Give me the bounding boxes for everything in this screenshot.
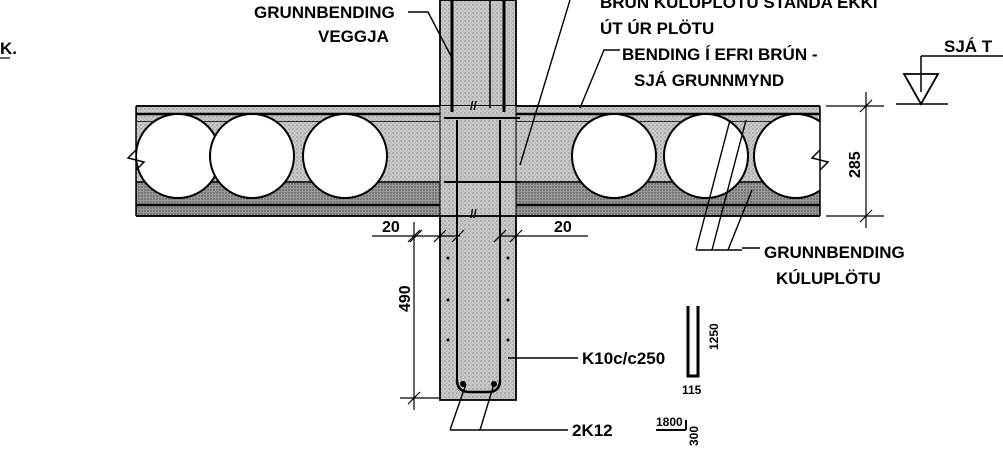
dim-tick [493, 229, 507, 243]
rebar-dot [446, 298, 450, 302]
wall-rebar-label-1: GRUNNBENDING [254, 3, 395, 22]
slab-rebar-label-2: KÚLUPLÖTU [776, 269, 881, 288]
dim-tick [451, 229, 465, 243]
dim-tick [433, 229, 447, 243]
stirrup-height-label: 1250 [707, 323, 721, 350]
rebar-dot [506, 256, 510, 260]
dim-20-right-label: 20 [554, 219, 572, 236]
break-mark: // [470, 99, 477, 113]
slab-void [209, 113, 295, 199]
dim-tick [859, 99, 873, 113]
slab-void [571, 113, 657, 199]
leader-bottom-1 [449, 383, 467, 431]
slab-edge-mask-left [100, 100, 136, 220]
dim-490-label: 490 [397, 285, 414, 312]
dimension-lines [372, 92, 884, 410]
rebar-dot [506, 338, 510, 342]
slab-void [135, 113, 221, 199]
top-rebar-label-2: SJÁ GRUNNMYND [634, 71, 784, 90]
top-right-label-1: BRÚN KÚLUPLÖTU STANDA EKKI [600, 0, 878, 12]
slab-rebar-label-1: GRUNNBENDING [764, 243, 905, 262]
leader-slab-3 [727, 189, 753, 251]
bottom-bar-shape-symbol [656, 420, 687, 431]
far-right-ref-label: SJÁ T [944, 37, 993, 56]
stirrup-label: K10c/c250 [582, 349, 665, 368]
wall-lower [439, 215, 517, 401]
leader-top-rebar [579, 49, 620, 109]
stirrup-shape [686, 306, 700, 378]
bottom-bar-hook-label: 300 [687, 426, 701, 446]
dim-tick [409, 229, 423, 243]
leader-slab-2 [711, 119, 747, 251]
leader-lines [408, 0, 760, 431]
level-marker [896, 55, 1003, 106]
rebar-dot [446, 338, 450, 342]
rebar-dot [506, 298, 510, 302]
dim-285-label: 285 [847, 151, 864, 178]
leader-wall-rebar [408, 11, 453, 59]
slab-edge-mask-right [820, 100, 860, 220]
rebar-dot [446, 256, 450, 260]
stirrup-hook [455, 379, 502, 394]
wall-rebar-label-2: VEGGJA [318, 27, 389, 46]
top-right-label-2: ÚT ÚR PLÖTU [600, 19, 714, 38]
leader-top-right [519, 0, 571, 166]
break-mark: // [470, 207, 477, 221]
left-edge-fragment: K. [0, 39, 17, 58]
dim-tick [407, 229, 421, 243]
slab-void [302, 113, 388, 199]
bottom-bar-dot [460, 381, 466, 387]
leader-slab-1 [695, 119, 731, 251]
bottom-bar-label: 2K12 [572, 421, 613, 440]
wall-slab-joint [440, 106, 516, 216]
dim-20-left-label: 20 [382, 219, 400, 236]
slab-void [663, 113, 749, 199]
dim-tick [509, 229, 523, 243]
stirrup-shape-symbol [686, 306, 700, 378]
concrete-wall: // // [439, 0, 520, 401]
leader-bottom-2 [479, 383, 495, 431]
top-rebar-label-1: BENDING Í EFRI BRÚN - [622, 45, 818, 64]
break-symbol-right [810, 149, 830, 171]
dim-tick [407, 391, 421, 405]
dim-tick [859, 209, 873, 223]
break-symbol-left [126, 149, 146, 171]
stirrup-width-label: 115 [682, 383, 702, 397]
bottom-bar-length-label: 1800 [656, 415, 683, 429]
